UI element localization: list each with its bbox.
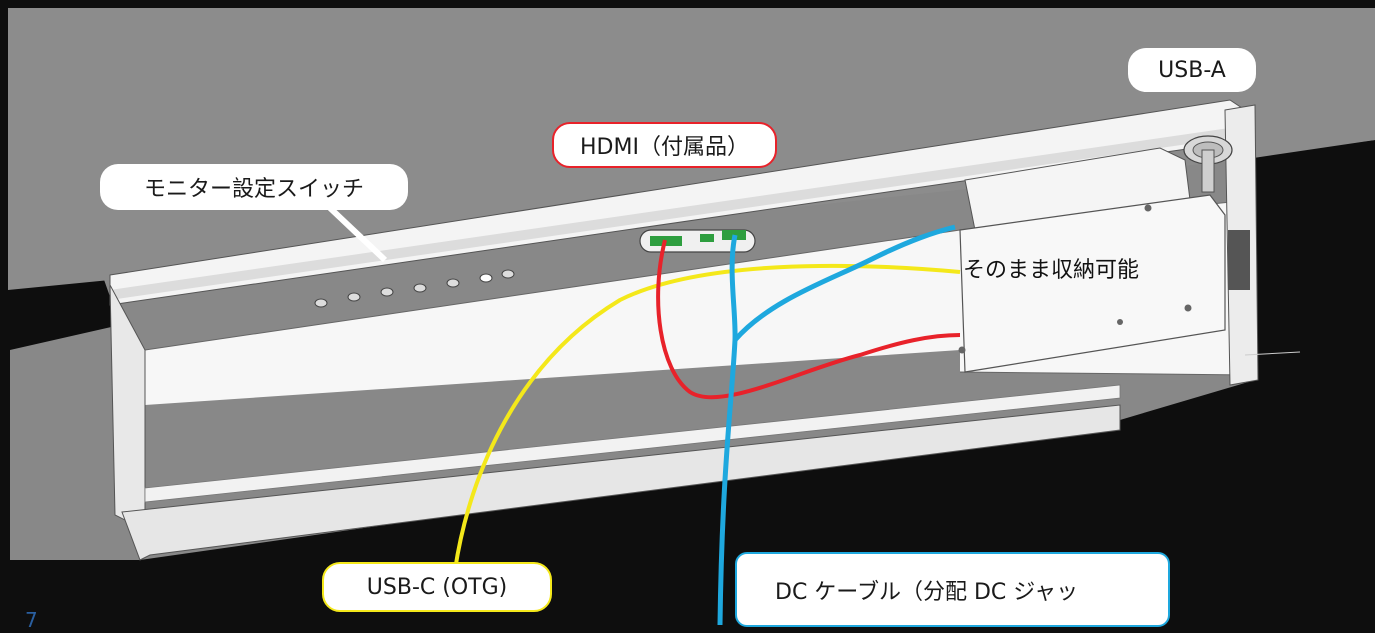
screw-hole [1144, 204, 1152, 212]
switch-button [380, 287, 394, 297]
hdmi-callout: HDMI（付属品） [552, 122, 777, 168]
switch-button [413, 283, 427, 293]
usb-c-callout: USB-C (OTG) [322, 562, 552, 612]
dc-cable-branch [733, 224, 956, 342]
mount-flange-edge [110, 125, 1250, 300]
switch-button [347, 292, 361, 302]
monitor-switch-callout: モニター設定スイッチ [100, 164, 408, 210]
dc-cable-callout: DC ケーブル（分配 DC ジャッ [735, 552, 1170, 627]
page-number: 7 [25, 608, 38, 632]
mount-bottom-lip [121, 404, 1121, 561]
edge-line [1244, 351, 1301, 356]
side-port-housing [1228, 230, 1250, 290]
screw-hole [1184, 304, 1192, 312]
hdmi-cable [656, 239, 961, 400]
screw-hole [1117, 319, 1123, 325]
switch-button [314, 298, 328, 308]
usb-c-cable [453, 263, 961, 571]
storage-label: そのまま収納可能 [963, 252, 1140, 284]
device-box-back [964, 147, 1191, 231]
switch-button [446, 278, 460, 288]
dc-cable-main [717, 234, 738, 626]
usb-a-callout: USB-A [1128, 48, 1256, 92]
port-connector [700, 234, 714, 242]
switch-pointer [327, 205, 388, 263]
screw-hole [958, 346, 966, 354]
usb-a-post [1201, 149, 1215, 193]
switch-button [501, 269, 515, 279]
mount-lower-rail [144, 384, 1121, 503]
switch-button [479, 273, 493, 283]
